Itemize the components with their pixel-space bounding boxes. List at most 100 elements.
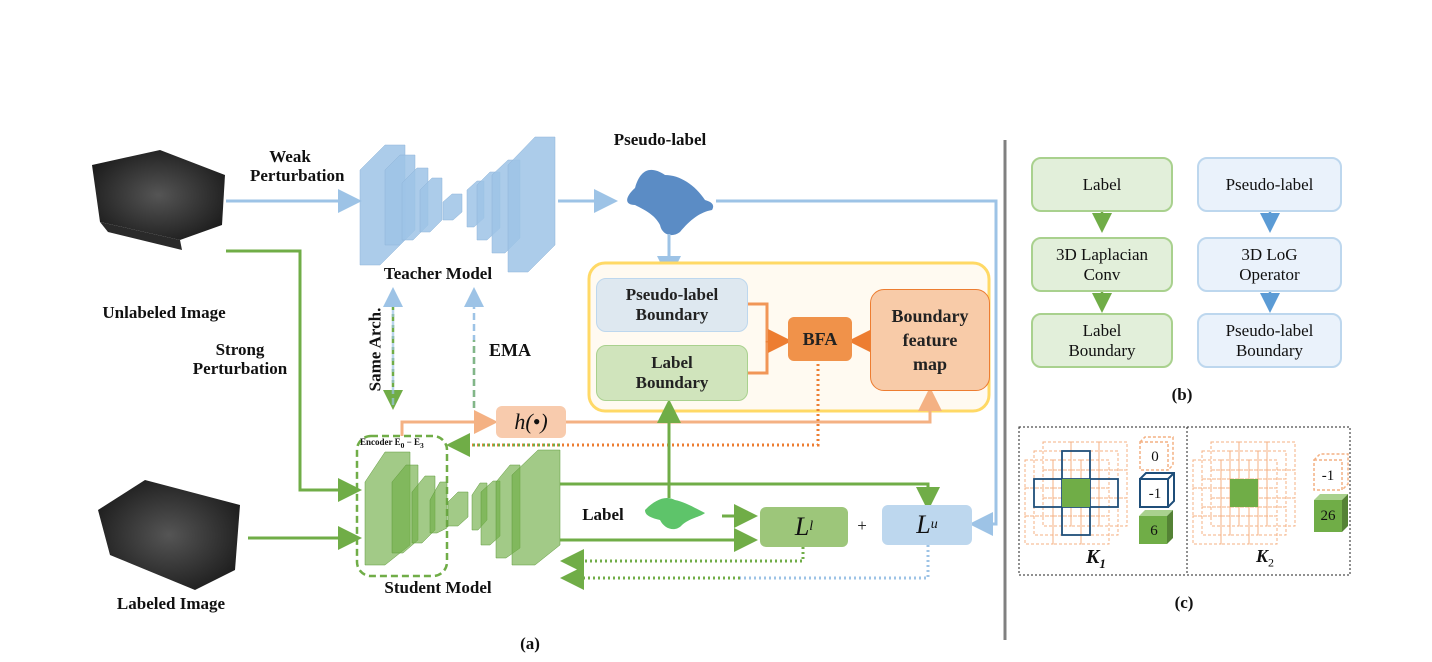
kernel-cell — [1201, 450, 1231, 480]
k1-label: K1 — [1086, 546, 1106, 571]
kernel-cell — [1266, 441, 1296, 471]
panel-c-frame — [1018, 426, 1351, 576]
teacher-model-label: Teacher Model — [383, 264, 493, 283]
label-title: Label — [582, 505, 624, 524]
k1-legend-zero: 0 — [1151, 449, 1159, 465]
kernel-cell — [1070, 441, 1100, 471]
pseudo-label-to-lu-arrow — [716, 199, 998, 536]
k1-legend-neg-one: -1 — [1148, 486, 1162, 502]
kernel-cell — [1033, 478, 1063, 508]
neighbor-cell — [1033, 478, 1063, 508]
b-pseudo-label-box: Pseudo-label — [1197, 157, 1342, 212]
kernel-cell — [1248, 459, 1278, 489]
b-label-boundary-box: Label Boundary — [1031, 313, 1173, 368]
k2-kernel-grid — [1192, 441, 1296, 545]
plus-sign: + — [857, 516, 867, 535]
h-function-box: h(•) — [496, 406, 566, 438]
pseudo-label-shape — [627, 169, 714, 236]
kernel-cell — [1098, 469, 1128, 499]
center-cell — [1230, 479, 1258, 507]
k2-legend-neg-one: -1 — [1321, 468, 1335, 484]
unlabeled-image-label: Unlabeled Image — [102, 303, 226, 322]
neighbor-cell — [1089, 478, 1119, 508]
kernel-cell — [1061, 450, 1091, 480]
kernel-cell — [1080, 515, 1110, 545]
kernel-cell — [1024, 515, 1054, 545]
labeled-image-label: Labeled Image — [116, 594, 226, 613]
kernel-cell — [1266, 497, 1296, 527]
kernel-cell — [1229, 506, 1259, 536]
student-model-label: Student Model — [384, 578, 492, 597]
k2-legend-neg-one-cube — [1313, 453, 1349, 491]
ll-feedback-arrow — [560, 547, 805, 573]
kernel-cell — [1257, 450, 1287, 480]
student-to-lu-arrow — [560, 482, 940, 511]
h-to-feature-map-arrow — [566, 387, 942, 424]
kernel-cell — [1061, 506, 1091, 536]
ema-label: EMA — [489, 340, 531, 360]
neighbor-cell — [1061, 450, 1091, 480]
k1-kernel-grid — [1024, 441, 1128, 545]
kernel-cell — [1098, 497, 1128, 527]
kernel-cell — [1201, 478, 1231, 508]
bfa-feedback-line — [452, 359, 820, 447]
b-laplacian-conv-box: 3D Laplacian Conv — [1031, 237, 1173, 292]
kernel-cell — [1080, 459, 1110, 489]
kernel-cell — [1052, 515, 1082, 545]
pseudo-label-title: Pseudo-label — [613, 130, 707, 149]
kernel-cell — [1033, 450, 1063, 480]
kernel-cell — [1042, 441, 1072, 471]
k2-legend-twentysix-cube — [1314, 494, 1348, 532]
unlabeled-image-volume — [92, 150, 225, 250]
encoder-label: Encoder E0 − E3 — [360, 437, 424, 450]
kernel-cell — [1220, 515, 1250, 545]
kernel-cell — [1257, 506, 1287, 536]
b-log-operator-box: 3D LoG Operator — [1197, 237, 1342, 292]
panel-a-caption: (a) — [520, 634, 540, 653]
encoder-dashed-box — [355, 434, 449, 578]
label-shape — [645, 498, 705, 530]
kernel-cell — [1238, 441, 1268, 471]
kernel-cell — [1201, 506, 1231, 536]
kernel-cell — [1089, 450, 1119, 480]
kernel-cell — [1210, 441, 1240, 471]
kernel-cell — [1192, 487, 1222, 517]
k1-legend-zero-cube — [1139, 436, 1174, 471]
teacher-model-network — [359, 136, 556, 273]
bfa-box: BFA — [788, 317, 852, 361]
k1-legend-neg-one-cube — [1139, 472, 1175, 508]
student-model-network — [364, 449, 561, 566]
k2-label: K2 — [1256, 546, 1275, 570]
kernel-cell — [1024, 487, 1054, 517]
kernel-cell — [1248, 515, 1278, 545]
kernel-cell — [1192, 515, 1222, 545]
k1-legend-six: 6 — [1150, 523, 1158, 539]
lu-feedback-line — [740, 545, 930, 580]
label-boundary-to-bfa-line — [746, 341, 769, 375]
panel-b-caption: (b) — [1171, 385, 1193, 404]
neighbor-cell — [1061, 506, 1091, 536]
kernel-cell — [1089, 506, 1119, 536]
kernel-cell — [1089, 478, 1119, 508]
kernel-cell — [1024, 459, 1054, 489]
kernel-cell — [1098, 441, 1128, 471]
b-pseudo-label-boundary-box: Pseudo-label Boundary — [1197, 313, 1342, 368]
kernel-cell — [1192, 459, 1222, 489]
k1-legend-six-cube — [1139, 510, 1173, 544]
kernel-cell — [1257, 478, 1287, 508]
kernel-cell — [1033, 506, 1063, 536]
kernel-cell — [1266, 469, 1296, 499]
encoder-to-h-arrow — [400, 410, 498, 436]
pl-boundary-to-bfa-arrow — [746, 302, 792, 353]
center-cell — [1062, 479, 1090, 507]
panel-c-caption: (c) — [1174, 593, 1194, 612]
kernel-cell — [1229, 450, 1259, 480]
labeled-image-volume — [98, 480, 240, 590]
